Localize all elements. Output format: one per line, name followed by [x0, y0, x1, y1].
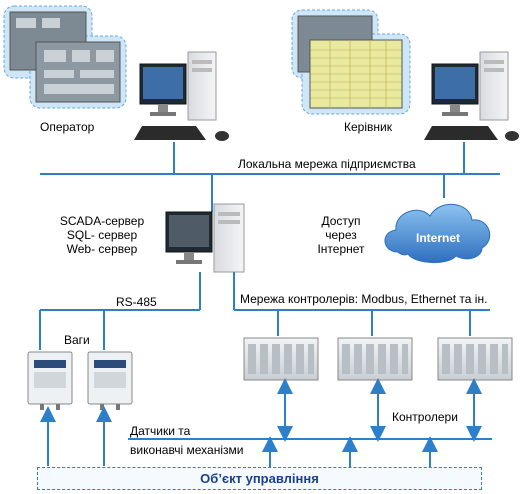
- scale-device-1: [27, 351, 73, 410]
- lan-label: Локальна мережа підприємства: [238, 157, 416, 171]
- sensors-label-1: Датчики та: [130, 424, 191, 438]
- control-object-label: Об’єкт управління: [200, 471, 319, 486]
- plc-controller-2: [337, 337, 413, 381]
- rs485-bus: [39, 272, 201, 350]
- manager-computer-icon: [424, 51, 519, 141]
- internet-access-label-3: Інтернет: [317, 242, 365, 256]
- sensors-label-2: виконавчі механізми: [130, 443, 244, 457]
- scale-arrows: [40, 406, 112, 466]
- internet-cloud-label: Internet: [416, 231, 461, 245]
- manager-screens-bubble: [291, 9, 411, 115]
- internet-access-label-1: Доступ: [321, 214, 361, 228]
- manager-label: Керівник: [344, 120, 392, 134]
- lan-bus: [40, 142, 500, 212]
- internet-access-label-2: через: [325, 228, 357, 242]
- operator-screens-bubble: [3, 5, 127, 109]
- internet-cloud-icon: [384, 203, 491, 263]
- plc-controller-1: [243, 337, 319, 381]
- server-label-scada: SCADA-сервер: [59, 214, 145, 228]
- controller-network-bus: [233, 272, 490, 336]
- scale-device-2: [87, 351, 133, 410]
- operator-computer-icon: [134, 51, 229, 141]
- plc-controller-3: [437, 337, 513, 381]
- server-label-sql: SQL- сервер: [66, 228, 138, 242]
- control-object-box: Об’єкт управління: [37, 467, 482, 490]
- controller-network-label: Мережа контролерів: Modbus, Ethernet та …: [240, 292, 488, 306]
- controller-arrows: [277, 378, 482, 442]
- operator-label: Оператор: [40, 120, 95, 134]
- scales-label: Ваги: [64, 333, 90, 347]
- rs485-label: RS-485: [116, 295, 157, 309]
- controllers-label: Контролери: [392, 410, 458, 424]
- server-label-web: Web- сервер: [66, 242, 138, 256]
- server-computer-icon: [165, 203, 245, 273]
